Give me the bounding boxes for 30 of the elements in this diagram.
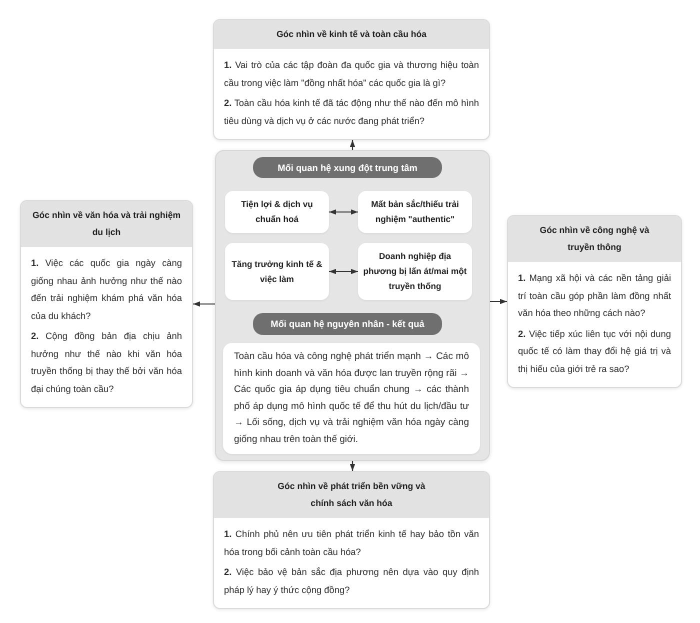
concept-card: Mất bản sắc/thiếu trải nghiệm "authentic" xyxy=(358,191,472,233)
double-arrow xyxy=(329,209,358,215)
double-arrow xyxy=(329,268,358,274)
question-text: 1. Mạng xã hội và các nền tảng giải trí toàn cầu góp phần làm đồng nhất văn hóa theo những cách nào? xyxy=(518,272,671,320)
card-heading: Góc nhìn về công nghệ và truyền thông xyxy=(508,216,681,262)
question-text: 2. Cộng đồng bản địa chịu ảnh hưởng như thế nào khi văn hóa truyền thống bị thay thế bởi văn hóa đại chúng toàn cầu? xyxy=(31,330,182,396)
question-card xyxy=(507,215,682,388)
center-panel xyxy=(215,150,490,461)
arrow xyxy=(350,140,356,150)
section-heading: Mối quan hệ nguyên nhân - kết quả xyxy=(253,313,442,335)
concept-card: Tăng trưởng kinh tế & việc làm xyxy=(225,243,329,300)
question-text: 1. Chính phủ nên ưu tiên phát triển kinh tế hay bảo tồn văn hóa trong bối cảnh toàn cầu hóa? xyxy=(224,528,479,559)
card-heading: Góc nhìn về văn hóa và trải nghiệm du lịch xyxy=(21,201,192,247)
section-heading: Mối quan hệ xung đột trung tâm xyxy=(253,157,442,178)
concept-card: Tiện lợi & dịch vụ chuẩn hoá xyxy=(225,191,329,233)
question-card xyxy=(213,471,490,609)
question-text: 1. Việc các quốc gia ngày càng giống nhau ảnh hưởng như thế nào đến trải nghiệm khám phá văn hóa của du khách? xyxy=(31,257,182,322)
arrow xyxy=(490,298,507,304)
arrow xyxy=(350,461,356,471)
card-heading: Góc nhìn về phát triển bền vững và chính sách văn hóa xyxy=(214,472,489,518)
question-card xyxy=(20,200,193,408)
question-text: 2. Việc bảo vệ bản sắc địa phương nên dựa vào quy định pháp lý hay ý thức cộng đồng? xyxy=(224,566,479,597)
question-text: 1. Vai trò của các tập đoàn đa quốc gia và thương hiệu toàn cầu trong việc làm "đồng nhất hóa" các quốc gia là gì? xyxy=(224,59,479,90)
arrow xyxy=(193,301,215,307)
card-heading: Góc nhìn về kinh tế và toàn cầu hóa xyxy=(214,20,489,49)
question-card xyxy=(213,19,490,140)
question-text: 2. Việc tiếp xúc liên tục với nội dung quốc tế có làm thay đổi hệ giá trị và thị hiếu của giới trẻ ra sao? xyxy=(518,328,671,376)
question-text: 2. Toàn cầu hóa kinh tế đã tác động như thế nào đến mô hình tiêu dùng và dịch vụ ở các nước đang phát triển? xyxy=(224,97,479,128)
concept-card: Doanh nghiệp địa phương bị lấn át/mai một truyền thống xyxy=(358,243,472,300)
causal-chain-card: Toàn cầu hóa và công nghệ phát triển mạnh → Các mô hình kinh doanh và văn hóa được lan truyền rộng rãi → Các quốc gia áp dụng tiêu chuẩn chung → các thành phố áp dụng mô hình quốc tế để thu hút du lịch/đầu tư → Lối sống, dịch vụ và trải nghiệm văn hóa ngày càng giống nhau trên toàn thế giới. xyxy=(223,343,480,454)
